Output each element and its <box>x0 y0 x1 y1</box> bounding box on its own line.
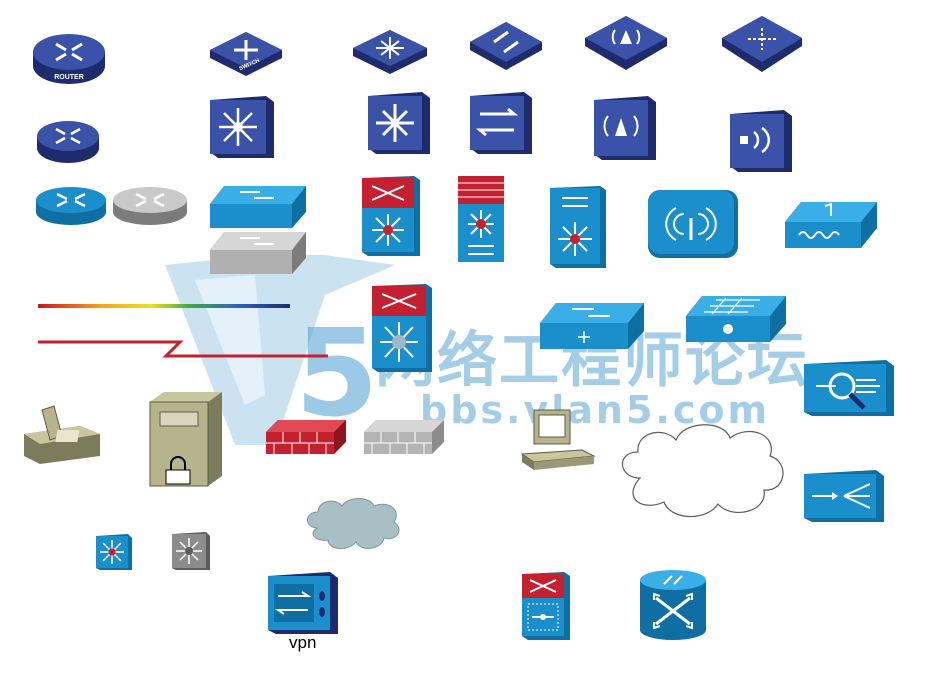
firewall-red-icon <box>266 420 346 454</box>
router-cisco-blue-icon <box>35 184 107 226</box>
router-label: ROUTER <box>54 74 84 81</box>
firewall-multilayer-module-icon <box>372 284 432 372</box>
access-server-icon <box>368 92 430 154</box>
vpn-concentrator-icon <box>268 572 338 634</box>
layer3-switch-icon <box>210 96 274 158</box>
workgroup-switch-blue-icon <box>210 186 306 228</box>
network-cloud-gray-icon <box>304 496 400 550</box>
workgroup-switch-gray-icon <box>210 232 306 274</box>
wireless-access-point-icon <box>648 190 740 260</box>
router-gray-icon <box>112 184 188 226</box>
ip-phone-icon <box>20 404 102 464</box>
wireless-bridge-icon <box>594 96 656 160</box>
firewall-module-icon <box>458 176 506 262</box>
atm-switch-cylinder-icon <box>640 570 706 640</box>
workstation-icon <box>520 409 596 472</box>
router-small-icon <box>36 116 100 164</box>
serial-link-line <box>38 336 328 362</box>
layer2-switch-blue-icon <box>540 303 644 349</box>
small-gray-switch-icon <box>172 532 210 570</box>
load-balancer-icon <box>804 470 884 522</box>
firewall-service-module-icon <box>522 572 570 640</box>
firewall-gray-icon <box>364 420 444 454</box>
optical-services-router-icon <box>785 202 877 248</box>
vpn-label: vpn <box>289 633 317 652</box>
content-engine-icon <box>804 360 894 416</box>
multilayer-switch-icon <box>353 28 427 76</box>
wireless-transport-icon <box>730 110 792 172</box>
lan-switch-icon <box>722 14 802 72</box>
file-server-icon <box>149 392 222 487</box>
multilayer-switch-module-icon <box>550 186 606 268</box>
wireless-router-icon <box>585 14 667 70</box>
network-cloud-white-icon <box>614 418 786 522</box>
rainbow-link-line <box>38 300 290 312</box>
switch-icon: SWITCH <box>210 28 282 76</box>
atm-switch-icon <box>470 20 542 70</box>
router-icon: ROUTER <box>32 30 106 86</box>
content-switch-icon <box>470 92 532 154</box>
atm-multilayer-switch-icon <box>686 296 786 342</box>
small-multilayer-switch-icon <box>96 534 132 570</box>
firewall-switch-module-icon <box>362 176 420 256</box>
